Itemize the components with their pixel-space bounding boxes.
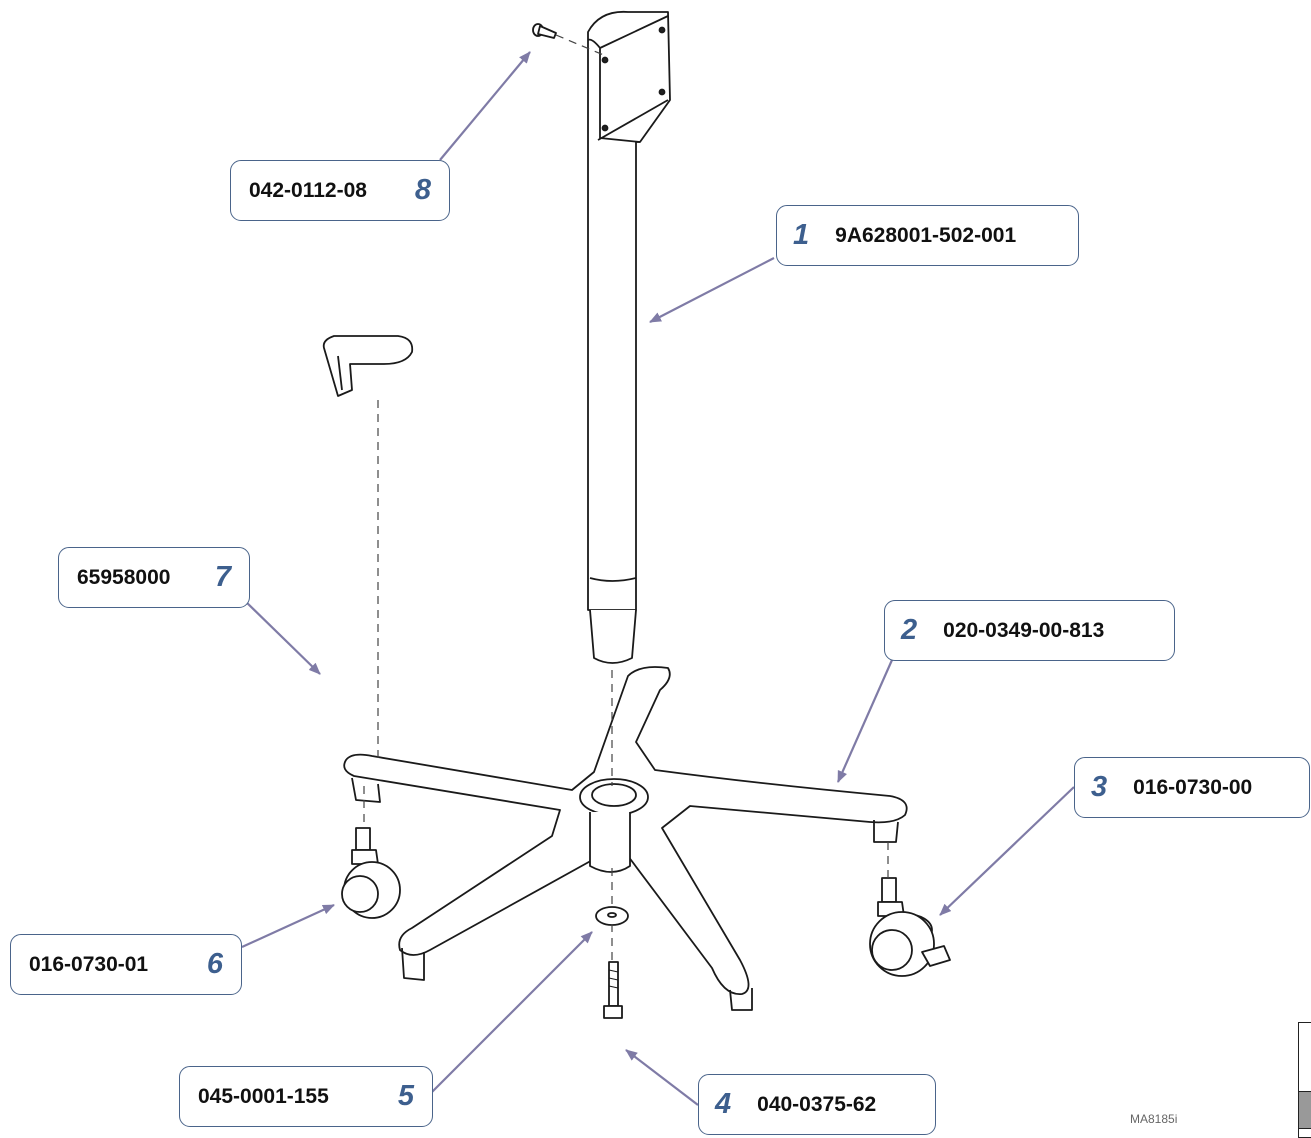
callout-number: 8 xyxy=(414,174,431,206)
callout-part-7: 65958000 7 xyxy=(58,547,250,608)
part-number-label: 042-0112-08 xyxy=(249,178,367,202)
leader-arrow-1 xyxy=(649,257,775,323)
callout-number: 5 xyxy=(397,1080,414,1112)
callout-part-5: 045-0001-155 5 xyxy=(179,1066,433,1127)
callout-part-4: 4 040-0375-62 xyxy=(698,1074,936,1135)
five-star-base-part xyxy=(343,666,908,1011)
washer-part xyxy=(595,906,629,926)
callout-part-1: 1 9A628001-502-001 xyxy=(776,205,1079,266)
caster-left-part xyxy=(341,827,401,919)
callout-number: 2 xyxy=(901,614,918,646)
callout-part-6: 016-0730-01 6 xyxy=(10,934,242,995)
leader-arrow-8 xyxy=(439,51,531,161)
leader-arrow-6 xyxy=(241,903,335,949)
callout-part-8: 042-0112-08 8 xyxy=(230,160,450,221)
bolt-part xyxy=(603,961,623,1019)
part-number-label: 016-0730-00 xyxy=(1133,775,1253,799)
part-number-label: 045-0001-155 xyxy=(198,1084,329,1108)
assembly-axis-lines xyxy=(363,34,889,960)
caster-right-part xyxy=(869,877,951,977)
callout-number: 3 xyxy=(1091,771,1108,803)
part-number-label: 020-0349-00-813 xyxy=(943,618,1105,642)
callout-number: 6 xyxy=(206,948,223,980)
leader-arrow-5 xyxy=(427,931,593,1097)
screw-part xyxy=(532,23,557,39)
leader-arrow-7 xyxy=(241,597,321,675)
cap-part xyxy=(322,335,414,397)
part-number-label: 65958000 xyxy=(77,565,171,589)
part-number-label: 9A628001-502-001 xyxy=(835,223,1017,247)
callout-part-3: 3 016-0730-00 xyxy=(1074,757,1310,818)
callout-part-2: 2 020-0349-00-813 xyxy=(884,600,1175,661)
part-number-label: 040-0375-62 xyxy=(757,1092,877,1116)
callout-number: 7 xyxy=(214,561,231,593)
leader-arrow-2 xyxy=(836,659,894,783)
part-number-label: 016-0730-01 xyxy=(29,952,149,976)
pole-part xyxy=(587,10,671,664)
table-edge-fragment xyxy=(1298,1022,1311,1138)
leader-arrow-4 xyxy=(625,1049,699,1106)
callout-number: 4 xyxy=(715,1088,732,1120)
leader-arrow-3 xyxy=(939,786,1075,916)
callout-number: 1 xyxy=(793,219,810,251)
drawing-reference: MA8185i xyxy=(1130,1112,1178,1126)
